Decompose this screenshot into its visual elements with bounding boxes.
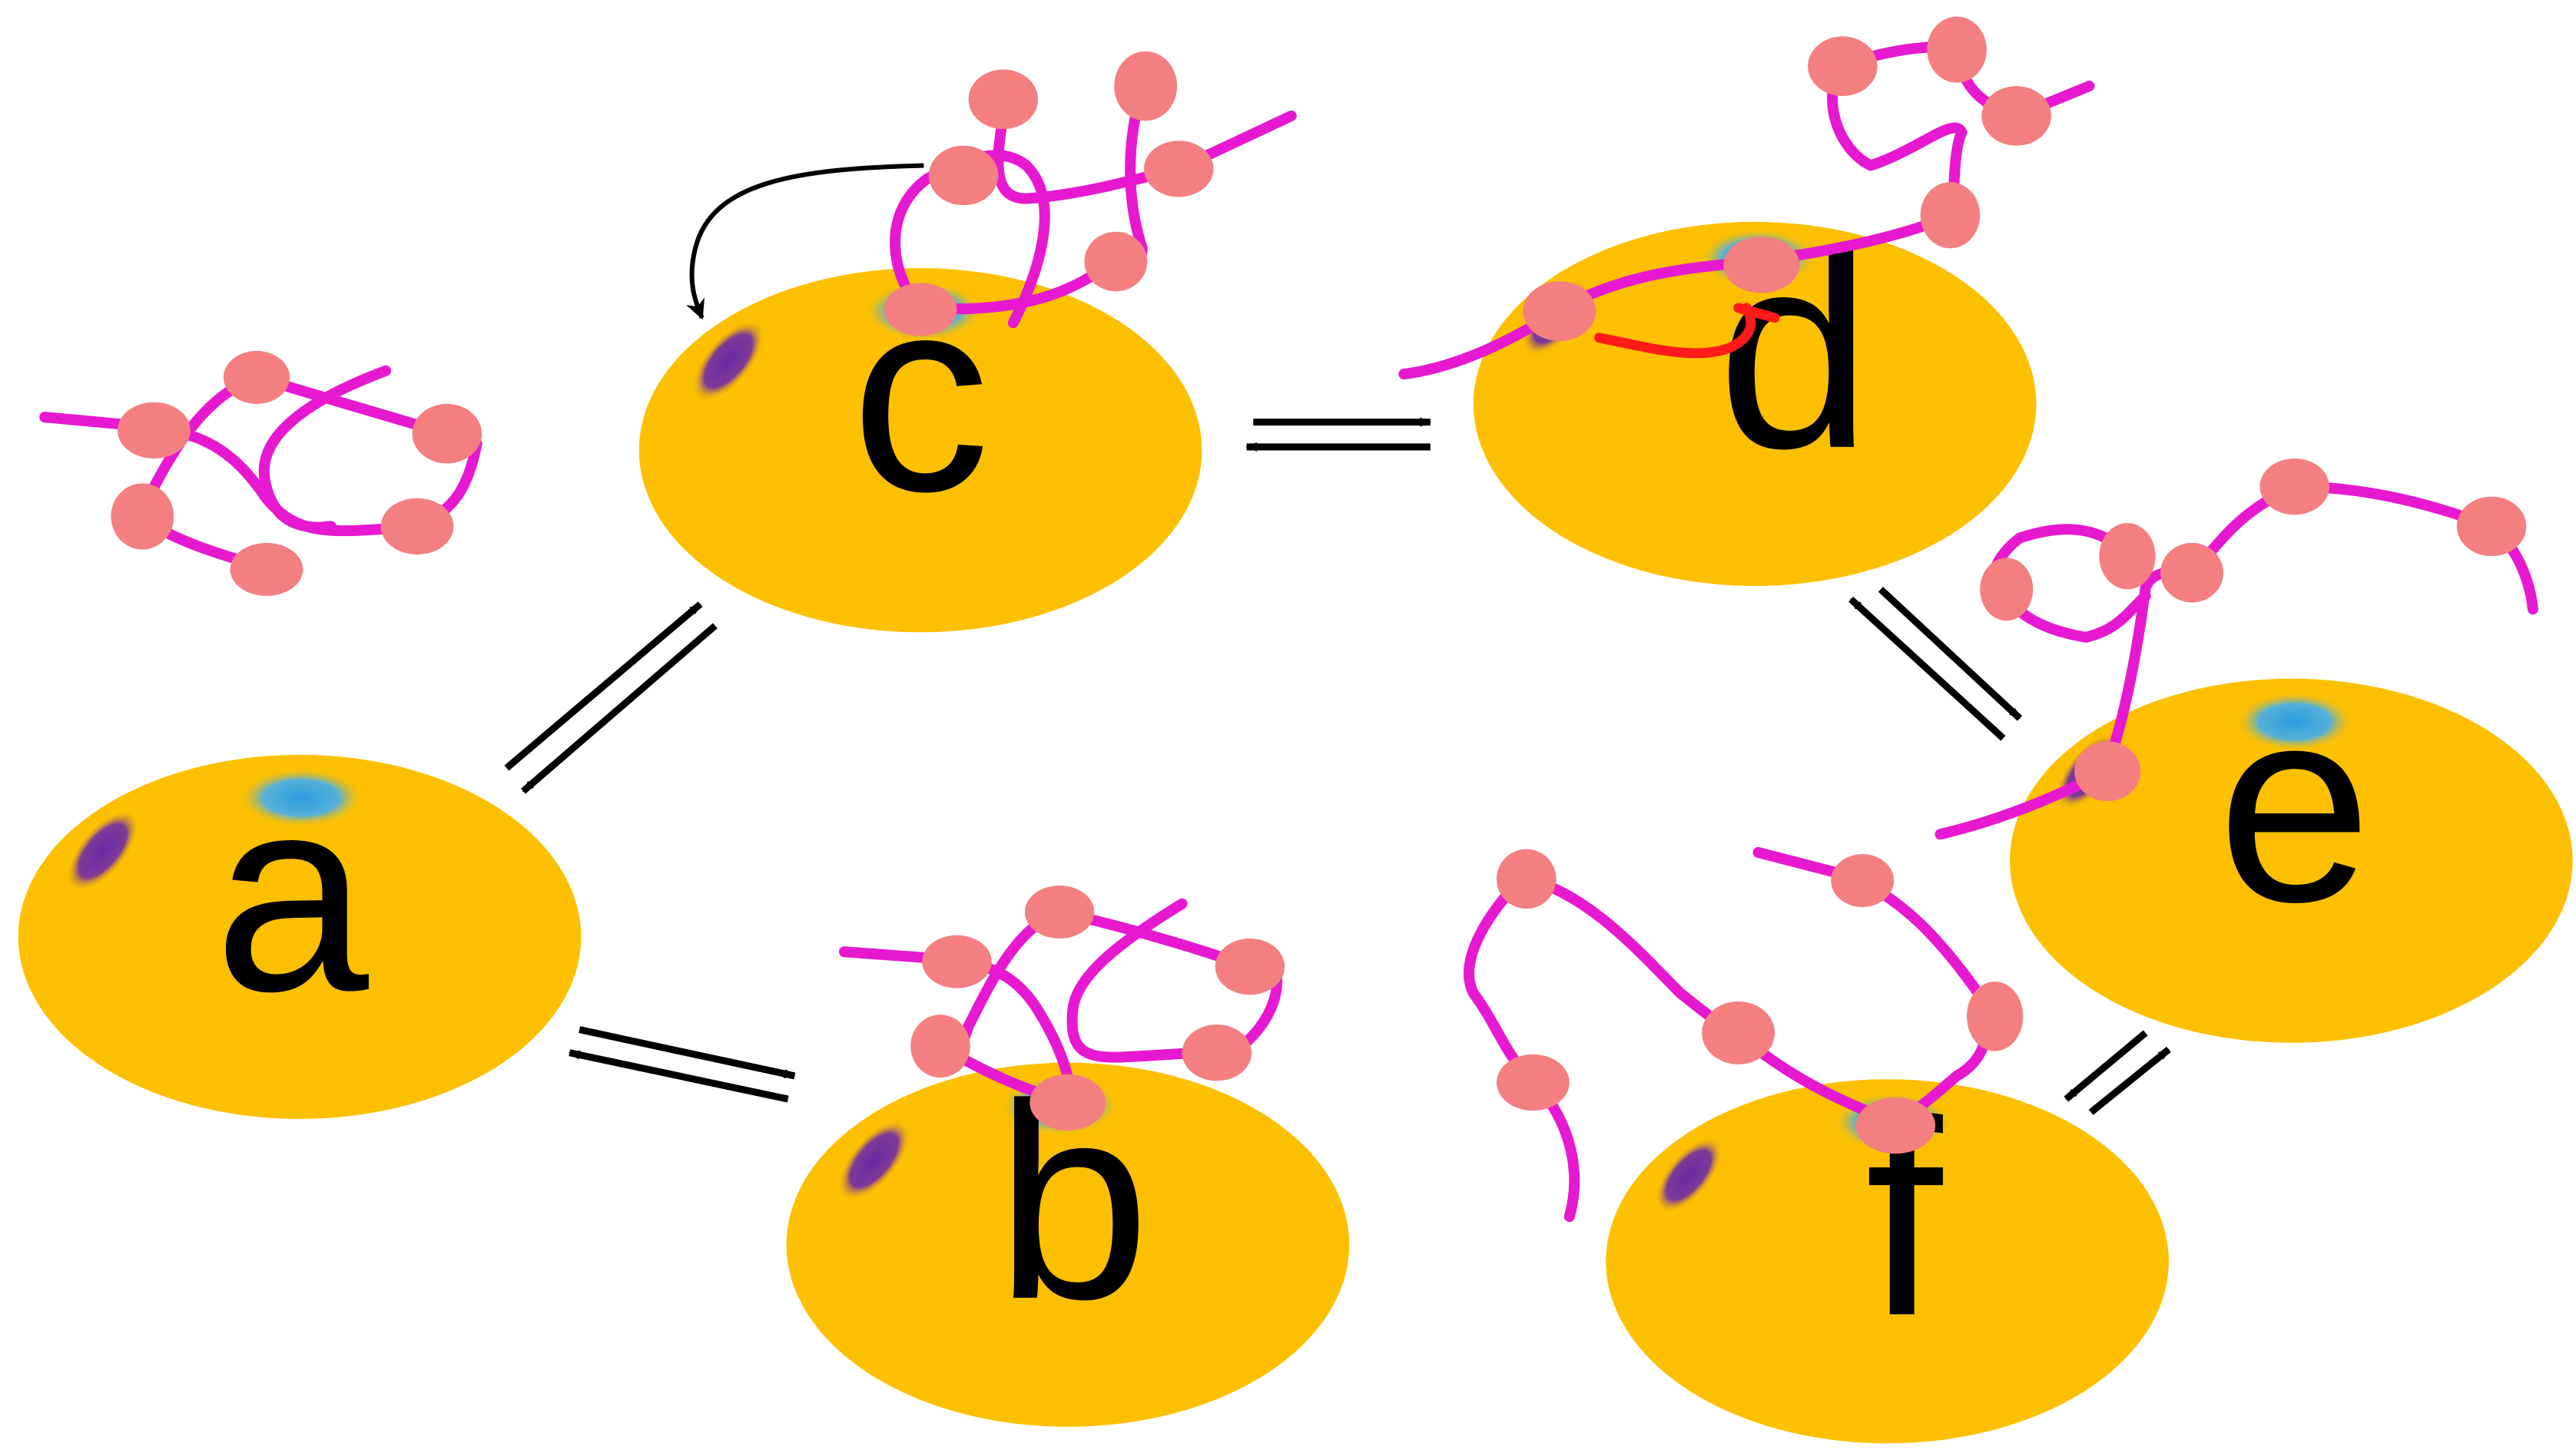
equilibrium-arrow-icon — [2088, 1046, 2171, 1115]
bead — [1182, 1025, 1252, 1081]
bead — [1723, 237, 1800, 293]
equilibrium-a-c — [504, 601, 718, 794]
particle-d — [1473, 221, 2037, 586]
adsorbed-polymer-c — [884, 51, 1297, 336]
bead — [380, 498, 454, 555]
bead — [1144, 141, 1214, 197]
particle-e — [2010, 678, 2573, 1043]
secondary-site-c — [691, 319, 765, 402]
equilibrium-d-e — [1848, 586, 2023, 741]
bead — [1808, 36, 1878, 97]
bead — [230, 542, 303, 596]
secondary-site-b — [837, 1119, 911, 1202]
state-d: d — [1398, 16, 2095, 586]
curved-arrow-icon — [686, 163, 924, 320]
bead — [2259, 459, 2329, 515]
bead — [2160, 542, 2224, 603]
bead — [1497, 849, 1557, 909]
active-site-a — [238, 768, 365, 828]
equilibrium-arrow-icon — [504, 601, 703, 771]
bead — [1215, 939, 1285, 995]
bead — [910, 1015, 970, 1078]
state-c: c — [638, 51, 1297, 633]
inhibition-mark-icon — [1594, 303, 1780, 359]
state-b: b — [786, 886, 1350, 1427]
equilibrium-arrow-icon — [568, 1049, 789, 1103]
bead — [111, 483, 174, 550]
label-e: e — [2217, 648, 2372, 959]
bead — [412, 403, 482, 464]
bead — [2074, 741, 2141, 802]
equilibrium-arrow-icon — [1878, 586, 2023, 721]
bead — [1927, 16, 1987, 83]
adsorbed-polymer-e — [1934, 459, 2538, 840]
equilibrium-arrow-icon — [2064, 1030, 2148, 1102]
bead — [1523, 281, 1596, 341]
particle-c — [638, 268, 1202, 633]
active-site-e — [2235, 691, 2355, 752]
bead — [2456, 496, 2527, 557]
adsorbed-polymer-b — [838, 886, 1285, 1131]
bead — [1981, 86, 2051, 146]
particle-f — [1606, 1079, 2169, 1444]
bead — [1702, 1001, 1775, 1064]
equilibrium-c-d — [1245, 417, 1432, 452]
bead — [1831, 854, 1895, 908]
state-a: a — [18, 738, 582, 1119]
equilibrium-arrow-icon — [1848, 596, 2006, 741]
bead — [1967, 982, 2024, 1051]
equilibrium-arrow-icon — [579, 1026, 796, 1080]
equilibrium-e-f — [2064, 1030, 2171, 1115]
state-e: e — [1934, 459, 2573, 1043]
bead — [922, 935, 992, 988]
bead — [1114, 51, 1178, 121]
secondary-site-a — [66, 809, 140, 892]
equilibrium-arrow-icon — [520, 623, 718, 794]
free-polymer — [39, 350, 482, 596]
bead — [1920, 182, 1981, 249]
bead — [1024, 886, 1095, 939]
equilibrium-a-b — [568, 1026, 796, 1103]
adsorbed-polymer-f — [1464, 846, 2024, 1223]
state-f: f — [1464, 846, 2169, 1444]
adsorbed-polymer-d — [1398, 16, 2095, 380]
bead — [884, 283, 957, 336]
secondary-site-f — [1654, 1137, 1723, 1213]
bead — [117, 402, 191, 459]
bead — [968, 69, 1039, 130]
bead — [928, 145, 999, 206]
particle-a — [18, 754, 582, 1119]
bead — [1980, 558, 2034, 621]
label-a: a — [214, 738, 371, 1049]
bead — [1029, 1074, 1106, 1131]
bead — [2099, 523, 2156, 590]
bead — [1084, 231, 1148, 292]
particle-b — [786, 1062, 1350, 1427]
bead — [1497, 1054, 1570, 1111]
bead — [223, 350, 290, 404]
bead — [1855, 1097, 1936, 1154]
